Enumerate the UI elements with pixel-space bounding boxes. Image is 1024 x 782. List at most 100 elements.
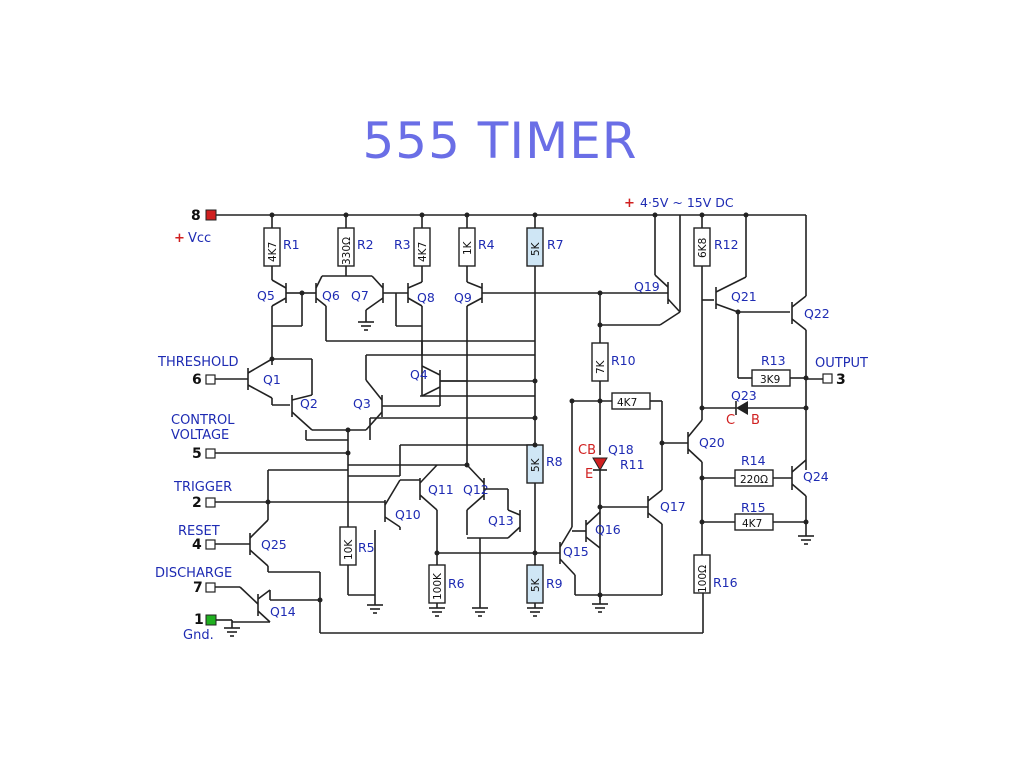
resistor-r2: 330Ω R2 <box>322 215 374 277</box>
svg-text:Q9: Q9 <box>454 290 472 305</box>
svg-text:R7: R7 <box>547 237 564 252</box>
svg-text:Q13: Q13 <box>488 513 514 528</box>
svg-text:Q11: Q11 <box>428 482 454 497</box>
resistor-r15: R15 4K7 <box>702 500 806 531</box>
ground-q12 <box>472 538 488 617</box>
svg-text:RESET: RESET <box>178 524 220 539</box>
svg-text:100Ω: 100Ω <box>697 565 709 593</box>
svg-text:5K: 5K <box>530 577 542 592</box>
transistor-q24: Q24 <box>791 459 829 545</box>
svg-text:CB: CB <box>578 443 596 458</box>
junction-dots <box>265 212 809 603</box>
resistor-r7: 5K R7 <box>526 215 564 445</box>
svg-text:R8: R8 <box>546 454 563 469</box>
supply-plus: + <box>624 196 635 211</box>
resistor-r4: 1K R4 <box>458 215 495 282</box>
svg-text:R14: R14 <box>741 453 766 468</box>
svg-text:Vcc: Vcc <box>188 231 211 246</box>
svg-text:R2: R2 <box>357 237 374 252</box>
transistor-q22: Q22 <box>791 215 830 470</box>
transistor-q13: Q13 <box>467 509 521 539</box>
svg-text:Q15: Q15 <box>563 544 589 559</box>
svg-text:3K9: 3K9 <box>760 374 780 386</box>
pin-vcc: 8 + Vcc <box>174 208 217 246</box>
resistor-r10: 7K R10 <box>591 293 660 455</box>
resistor-r5: 10K R5 <box>339 526 383 614</box>
transistor-q20: Q20 <box>662 300 725 555</box>
svg-text:Q10: Q10 <box>395 507 421 522</box>
svg-text:6: 6 <box>192 372 202 388</box>
svg-text:10K: 10K <box>343 539 355 560</box>
svg-text:E: E <box>585 467 593 482</box>
transistor-q7: Q7 <box>351 275 408 331</box>
svg-text:R15: R15 <box>741 500 766 515</box>
transistor-q21: Q21 <box>715 215 790 379</box>
pin-trigger: TRIGGER 2 <box>173 480 385 511</box>
svg-text:1: 1 <box>194 612 204 628</box>
svg-text:R11: R11 <box>620 457 645 472</box>
diode-q23: Q23 C B <box>702 388 806 428</box>
diode-q18: CB Q18 E <box>578 442 634 600</box>
transistor-q15: Q15 <box>559 526 600 596</box>
svg-text:Q2: Q2 <box>300 396 318 411</box>
pin-gnd: 1 Gnd. <box>183 612 240 643</box>
resistor-r16: 100Ω R16 <box>693 554 738 594</box>
transistor-q19: Q19 <box>634 215 681 326</box>
svg-text:Q25: Q25 <box>261 537 287 552</box>
resistor-r11: 4K7 R11 <box>571 392 662 527</box>
svg-text:R9: R9 <box>546 576 563 591</box>
resistor-r8: 5K R8 <box>526 444 563 565</box>
ground-q16 <box>592 594 662 613</box>
control-trunk <box>305 341 535 527</box>
svg-text:4: 4 <box>192 537 202 553</box>
svg-text:R3: R3 <box>394 237 411 252</box>
transistor-q3: Q3 <box>348 354 440 431</box>
svg-text:VOLTAGE: VOLTAGE <box>171 428 229 443</box>
svg-text:5: 5 <box>192 446 202 462</box>
svg-text:Q4: Q4 <box>410 367 428 382</box>
transistor-q9: Q9 <box>454 281 668 465</box>
resistor-r12: 6K8 R12 <box>693 215 739 301</box>
transistor-q16: Q16 <box>572 511 621 549</box>
svg-text:4K7: 4K7 <box>742 518 762 530</box>
resistor-r9: 5K R9 <box>526 564 563 617</box>
transistor-q5: Q5 <box>257 279 303 365</box>
resistor-r13: R13 3K9 <box>751 353 806 387</box>
svg-text:3: 3 <box>836 372 846 388</box>
svg-text:C: C <box>726 413 735 428</box>
svg-text:R4: R4 <box>478 237 495 252</box>
supply-label: 4·5V ~ 15V DC <box>640 195 734 210</box>
svg-text:Q12: Q12 <box>463 482 489 497</box>
svg-text:Q17: Q17 <box>660 499 686 514</box>
pin-output: OUTPUT 3 <box>806 356 868 388</box>
transistor-q1: Q1 <box>247 358 313 406</box>
svg-text:R12: R12 <box>714 237 739 252</box>
svg-text:4K7: 4K7 <box>417 242 429 262</box>
svg-text:Q5: Q5 <box>257 288 275 303</box>
transistor-q2: Q2 <box>291 394 348 431</box>
svg-text:Q23: Q23 <box>731 388 757 403</box>
svg-text:R10: R10 <box>611 353 636 368</box>
resistor-r6: 100K R6 <box>428 552 560 617</box>
svg-text:5K: 5K <box>530 241 542 256</box>
resistor-r3: 4K7 R3 <box>394 215 431 282</box>
svg-text:DISCHARGE: DISCHARGE <box>155 566 232 581</box>
svg-text:Gnd.: Gnd. <box>183 628 214 643</box>
svg-text:R16: R16 <box>713 575 738 590</box>
svg-text:+: + <box>174 231 185 246</box>
page-title: 555 TIMER <box>362 112 638 170</box>
svg-text:Q16: Q16 <box>595 522 621 537</box>
pin-reset: RESET 4 <box>178 524 250 553</box>
pin-threshold: THRESHOLD 6 <box>157 355 248 388</box>
transistor-q8: Q8 <box>395 281 435 396</box>
svg-text:Q1: Q1 <box>263 372 281 387</box>
transistor-q4: Q4 <box>410 365 467 406</box>
svg-text:THRESHOLD: THRESHOLD <box>157 355 238 370</box>
transistor-q12: Q12 <box>463 464 509 535</box>
svg-text:100K: 100K <box>432 572 444 600</box>
svg-text:R1: R1 <box>283 237 300 252</box>
svg-text:220Ω: 220Ω <box>740 474 768 486</box>
svg-text:330Ω: 330Ω <box>341 237 353 265</box>
svg-text:Q24: Q24 <box>803 469 829 484</box>
